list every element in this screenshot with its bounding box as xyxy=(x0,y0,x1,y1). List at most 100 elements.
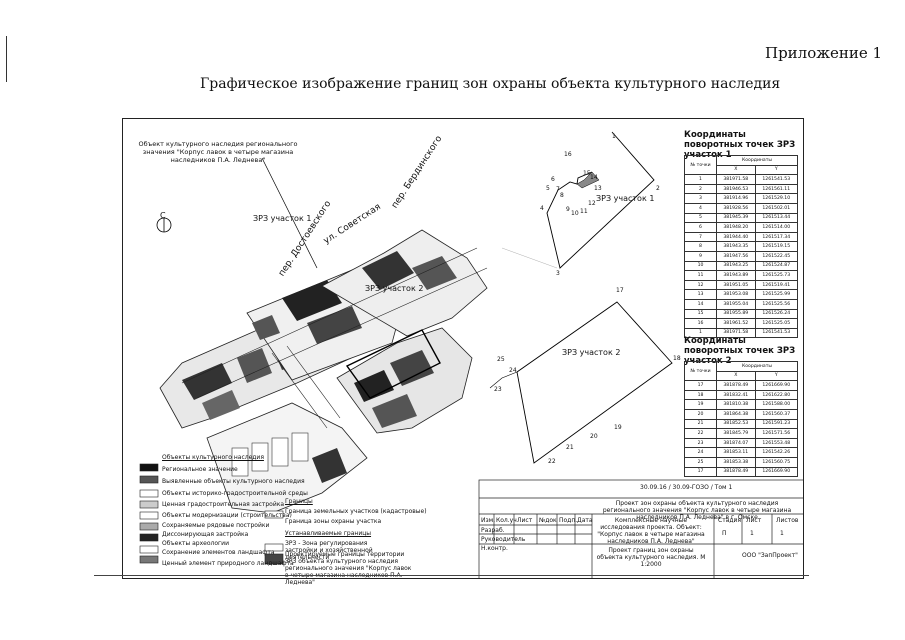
table-cell: 1261514.00 xyxy=(754,222,798,233)
table-cell: 381810.38 xyxy=(716,399,756,410)
table-cell: 6 xyxy=(683,222,718,233)
zone2-label-diagram: ЗРЗ участок 2 xyxy=(562,348,621,357)
header-cell: № точки xyxy=(683,154,718,176)
legend-item: Объекты модернизации (строительства) xyxy=(162,512,292,519)
table-cell: 1261669.90 xyxy=(754,380,798,391)
title-role: Руководитель xyxy=(481,536,526,543)
point-label: 6 xyxy=(551,176,555,183)
stage-header: Стадия xyxy=(718,517,742,524)
header-cell: Y xyxy=(754,164,798,176)
title-col: Изм. xyxy=(481,517,496,524)
point-label: 1 xyxy=(612,133,616,140)
table-cell: 381948.20 xyxy=(716,222,756,233)
table-cell: 381947.56 xyxy=(716,250,756,262)
title-block-description: Проект зон охраны объекта культурного на… xyxy=(602,500,792,521)
table-cell: 381864.38 xyxy=(716,408,756,420)
stage-value: П xyxy=(722,530,727,537)
point-label: 10 xyxy=(571,210,579,217)
title-col: Дата xyxy=(577,517,593,524)
title-block xyxy=(478,479,804,579)
table-cell: 381878.49 xyxy=(716,466,756,478)
table-cell: 381914.96 xyxy=(716,193,756,204)
table-cell: 1261524.87 xyxy=(754,260,798,272)
table-cell: 381971.58 xyxy=(716,174,756,185)
table-cell: 15 xyxy=(683,308,718,320)
table-cell: 1261560.75 xyxy=(754,456,798,468)
table-cell: 1261519.15 xyxy=(754,241,798,252)
table-cell: 23 xyxy=(683,437,718,449)
title-block-sheet-title: Проект границ зон охраны объекта культур… xyxy=(596,547,706,568)
title-block-org: ООО "ЗапПроект" xyxy=(742,552,798,559)
zone1-label-diagram: ЗРЗ участок 1 xyxy=(596,194,655,203)
zone1-label-map: ЗРЗ участок 1 xyxy=(253,214,312,223)
legend-item: Диссонирующая застройка xyxy=(162,531,249,538)
table-cell: 381944.40 xyxy=(716,231,756,243)
table-cell: 19 xyxy=(683,399,718,410)
point-label: 25 xyxy=(497,356,505,363)
header-cell: X xyxy=(716,164,756,176)
header-cell: Координаты xyxy=(716,155,798,166)
table-cell: 18 xyxy=(683,389,718,401)
callout-leader xyxy=(261,157,318,269)
table-cell: 24 xyxy=(683,447,718,458)
sheet-value: 1 xyxy=(750,530,754,537)
bottom-rule xyxy=(94,575,809,576)
legend-item: Ценный элемент природного ландшафта xyxy=(162,560,294,567)
table-cell: 1261525.73 xyxy=(754,270,798,281)
table-cell: 381961.52 xyxy=(716,318,756,329)
table-cell: 16 xyxy=(683,318,718,329)
table-cell: 1261560.37 xyxy=(754,408,798,420)
zone2-boundary xyxy=(516,301,673,464)
site-map xyxy=(139,131,804,579)
binding-rule xyxy=(6,36,7,82)
table-cell: 381946.53 xyxy=(716,183,756,195)
point-label: 11 xyxy=(580,208,588,215)
table-cell: 1261519.41 xyxy=(754,279,798,291)
point-label: 21 xyxy=(566,444,574,451)
table-cell: 8 xyxy=(683,241,718,252)
drawing-sheet xyxy=(122,118,804,579)
table-header-row: № точки Координаты xyxy=(683,154,798,176)
title-block-code: 30.09.16 / 30.09-ГОЗО / Том 1 xyxy=(640,484,733,491)
title-col: №док xyxy=(539,517,557,524)
page-title: Графическое изображение границ зон охран… xyxy=(200,76,781,92)
table-cell: 2 xyxy=(683,183,718,195)
header-cell: Координаты xyxy=(716,361,798,372)
legend-borders-heading: Границы xyxy=(285,498,313,505)
table-cell: 1261669.90 xyxy=(754,466,798,478)
table-cell: 381878.49 xyxy=(716,380,756,391)
point-label: 2 xyxy=(656,185,660,192)
table-cell: 7 xyxy=(683,231,718,243)
table-cell: 1 xyxy=(683,174,718,185)
table-cell: 381943.35 xyxy=(716,241,756,252)
zone2-outline xyxy=(345,329,441,399)
table-cell: 1261622.80 xyxy=(754,389,798,401)
point-label: 12 xyxy=(588,200,596,207)
point-label: 14 xyxy=(590,174,598,181)
sheet-header: Лист xyxy=(746,517,762,524)
table-cell: 1261541.53 xyxy=(754,327,798,339)
table-cell: 1261561.11 xyxy=(754,183,798,195)
table-cell: 1261525.05 xyxy=(754,318,798,329)
table-cell: 22 xyxy=(683,428,718,439)
table-cell: 17 xyxy=(683,466,718,478)
point-label: 16 xyxy=(564,151,572,158)
table-cell: 381953.08 xyxy=(716,289,756,300)
table-cell: 11 xyxy=(683,270,718,281)
